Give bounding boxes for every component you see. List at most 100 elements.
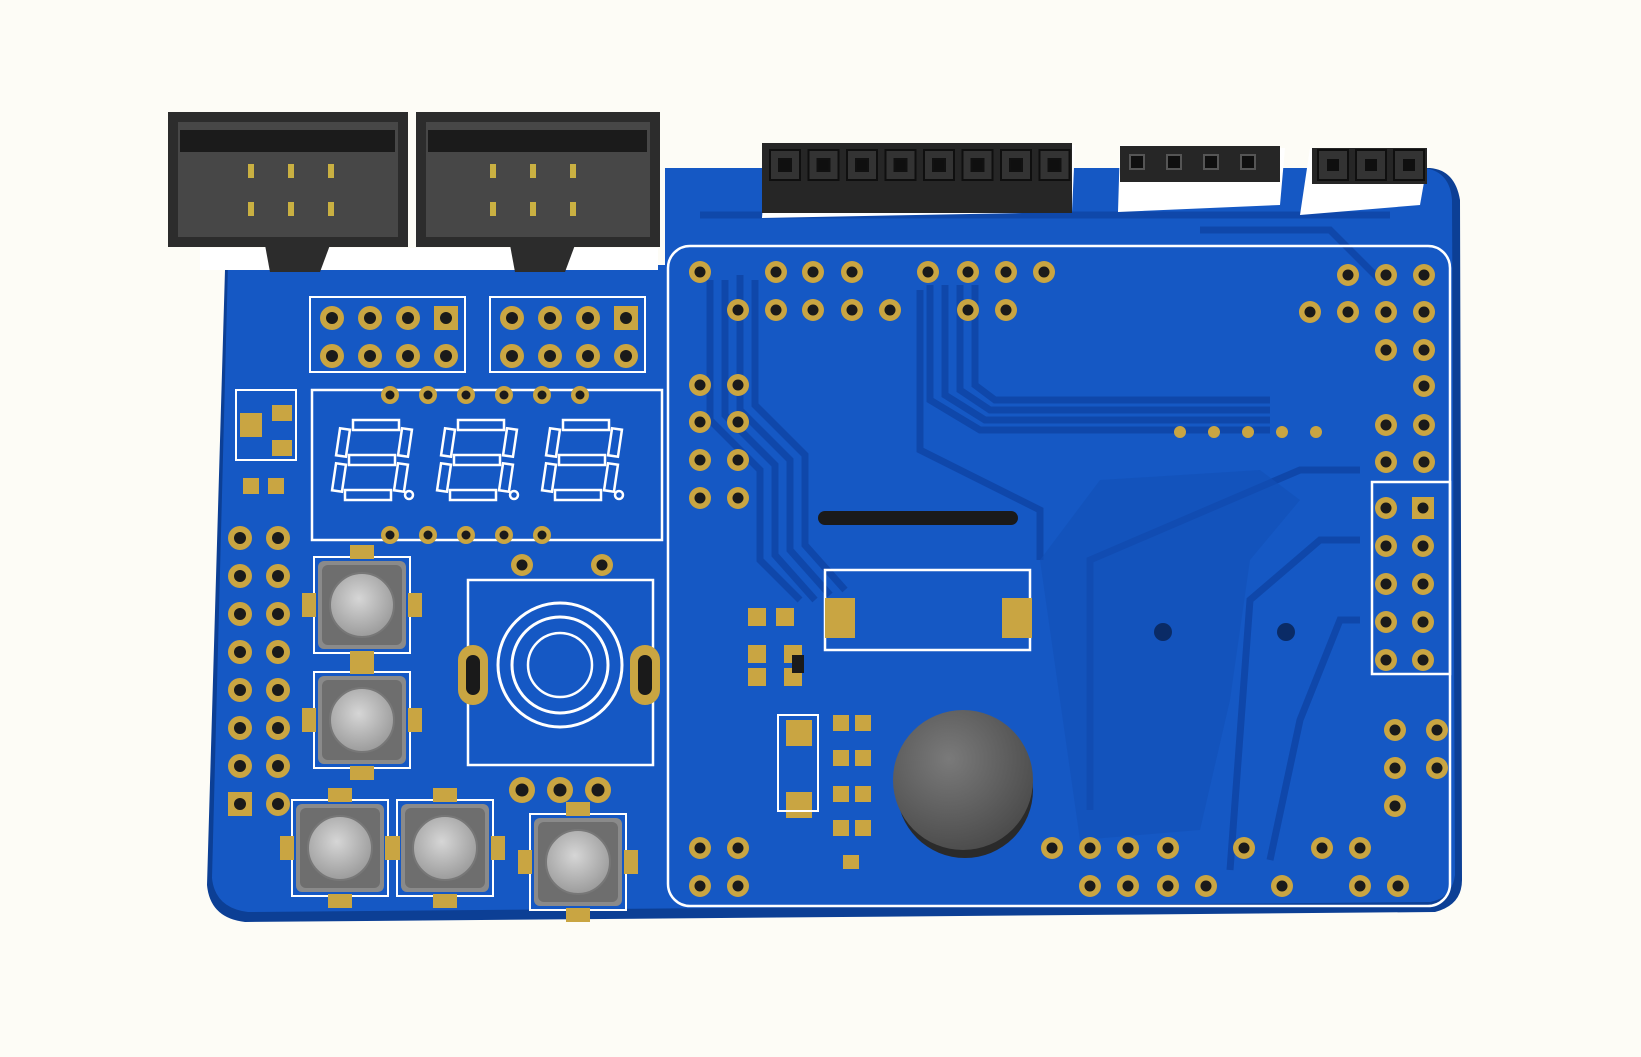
pad-hole	[1418, 306, 1430, 318]
button-pad	[624, 850, 638, 874]
via	[1242, 426, 1254, 438]
segment	[435, 461, 453, 494]
pad-hole	[1122, 880, 1134, 892]
pad-hole	[1417, 654, 1429, 666]
board-slot	[818, 511, 1018, 525]
push-button	[518, 802, 638, 922]
segment	[392, 461, 410, 494]
pad-hole	[272, 798, 284, 810]
button-pad	[350, 660, 374, 674]
pad-hole	[1380, 306, 1392, 318]
pad-hole	[694, 379, 706, 391]
through-hole-pads	[228, 261, 1448, 897]
pad-hole	[770, 266, 782, 278]
button-cap	[545, 829, 611, 895]
silk-pinheader-right	[489, 296, 646, 373]
box-header-right	[416, 112, 660, 272]
joystick-ring-outer	[496, 601, 624, 729]
box-header-pins	[248, 164, 576, 216]
pad-hole	[385, 530, 395, 540]
pad-hole	[506, 350, 518, 362]
pad-hole	[962, 304, 974, 316]
pad-hole	[1380, 654, 1392, 666]
segment	[448, 488, 498, 502]
pad-hole	[1342, 306, 1354, 318]
pad-hole	[1418, 380, 1430, 392]
ic-smd	[792, 655, 804, 673]
pad-hole	[1380, 456, 1392, 468]
pad-hole	[1417, 616, 1429, 628]
segment	[396, 426, 414, 459]
push-button	[280, 788, 400, 908]
button-cap	[307, 815, 373, 881]
mounting-hole	[1277, 623, 1295, 641]
pad-hole	[575, 390, 585, 400]
fpc-pad-left	[825, 598, 855, 638]
pad-hole	[922, 266, 934, 278]
pad-hole	[385, 390, 395, 400]
segment	[439, 426, 457, 459]
header-socket-hole	[932, 158, 946, 172]
push-buttons	[280, 545, 638, 922]
segment	[557, 453, 607, 467]
pad-hole	[499, 530, 509, 540]
box-header-pin	[328, 202, 334, 216]
pad-hole	[732, 842, 744, 854]
pad-hole	[732, 880, 744, 892]
pad-hole	[234, 722, 246, 734]
joystick-ring-mid	[510, 615, 610, 715]
pad-hole	[1418, 456, 1430, 468]
pad-hole	[364, 312, 376, 324]
pad-hole	[272, 608, 284, 620]
silk-header-2x5	[1370, 480, 1452, 676]
pad-hole	[1380, 344, 1392, 356]
mounting-hole	[1154, 623, 1172, 641]
pad-hole	[582, 312, 594, 324]
pad-hole	[732, 416, 744, 428]
joystick-ring-inner	[526, 631, 594, 699]
pad-hole	[1380, 540, 1392, 552]
segment	[544, 426, 562, 459]
pad-hole	[272, 684, 284, 696]
pad-hole	[515, 783, 529, 797]
button-pad	[433, 788, 457, 802]
pad-hole	[846, 304, 858, 316]
segment	[501, 426, 519, 459]
segment	[561, 418, 611, 432]
pad-hole	[770, 304, 782, 316]
pad-hole	[1000, 266, 1012, 278]
pad-hole	[516, 559, 528, 571]
pad-hole	[1417, 502, 1429, 514]
pad-hole	[234, 798, 246, 810]
button-pad	[518, 850, 532, 874]
button-cap	[329, 687, 395, 753]
pad-hole	[499, 390, 509, 400]
pad-hole	[544, 312, 556, 324]
buzzer	[893, 710, 1033, 850]
segment	[452, 453, 502, 467]
via	[1310, 426, 1322, 438]
pad-hole	[544, 350, 556, 362]
pad-hole	[364, 350, 376, 362]
pad-hole	[234, 608, 246, 620]
segment	[330, 461, 348, 494]
pad-hole	[1417, 540, 1429, 552]
button-pad	[302, 708, 316, 732]
box-header-pin	[248, 202, 254, 216]
button-pad	[302, 593, 316, 617]
pad-hole	[1417, 578, 1429, 590]
header-socket-hole	[855, 158, 869, 172]
button-cap	[412, 815, 478, 881]
pad-hole	[1389, 724, 1401, 736]
box-header-pin	[288, 202, 294, 216]
pad-hole	[1000, 304, 1012, 316]
header-socket-hole	[970, 158, 985, 172]
box-header-pin	[328, 164, 334, 178]
header-socket-hole	[893, 158, 908, 172]
pad-hole	[694, 880, 706, 892]
pad-hole	[1122, 842, 1134, 854]
pad-hole	[234, 532, 246, 544]
pad-hole	[402, 312, 414, 324]
pad-hole	[234, 684, 246, 696]
